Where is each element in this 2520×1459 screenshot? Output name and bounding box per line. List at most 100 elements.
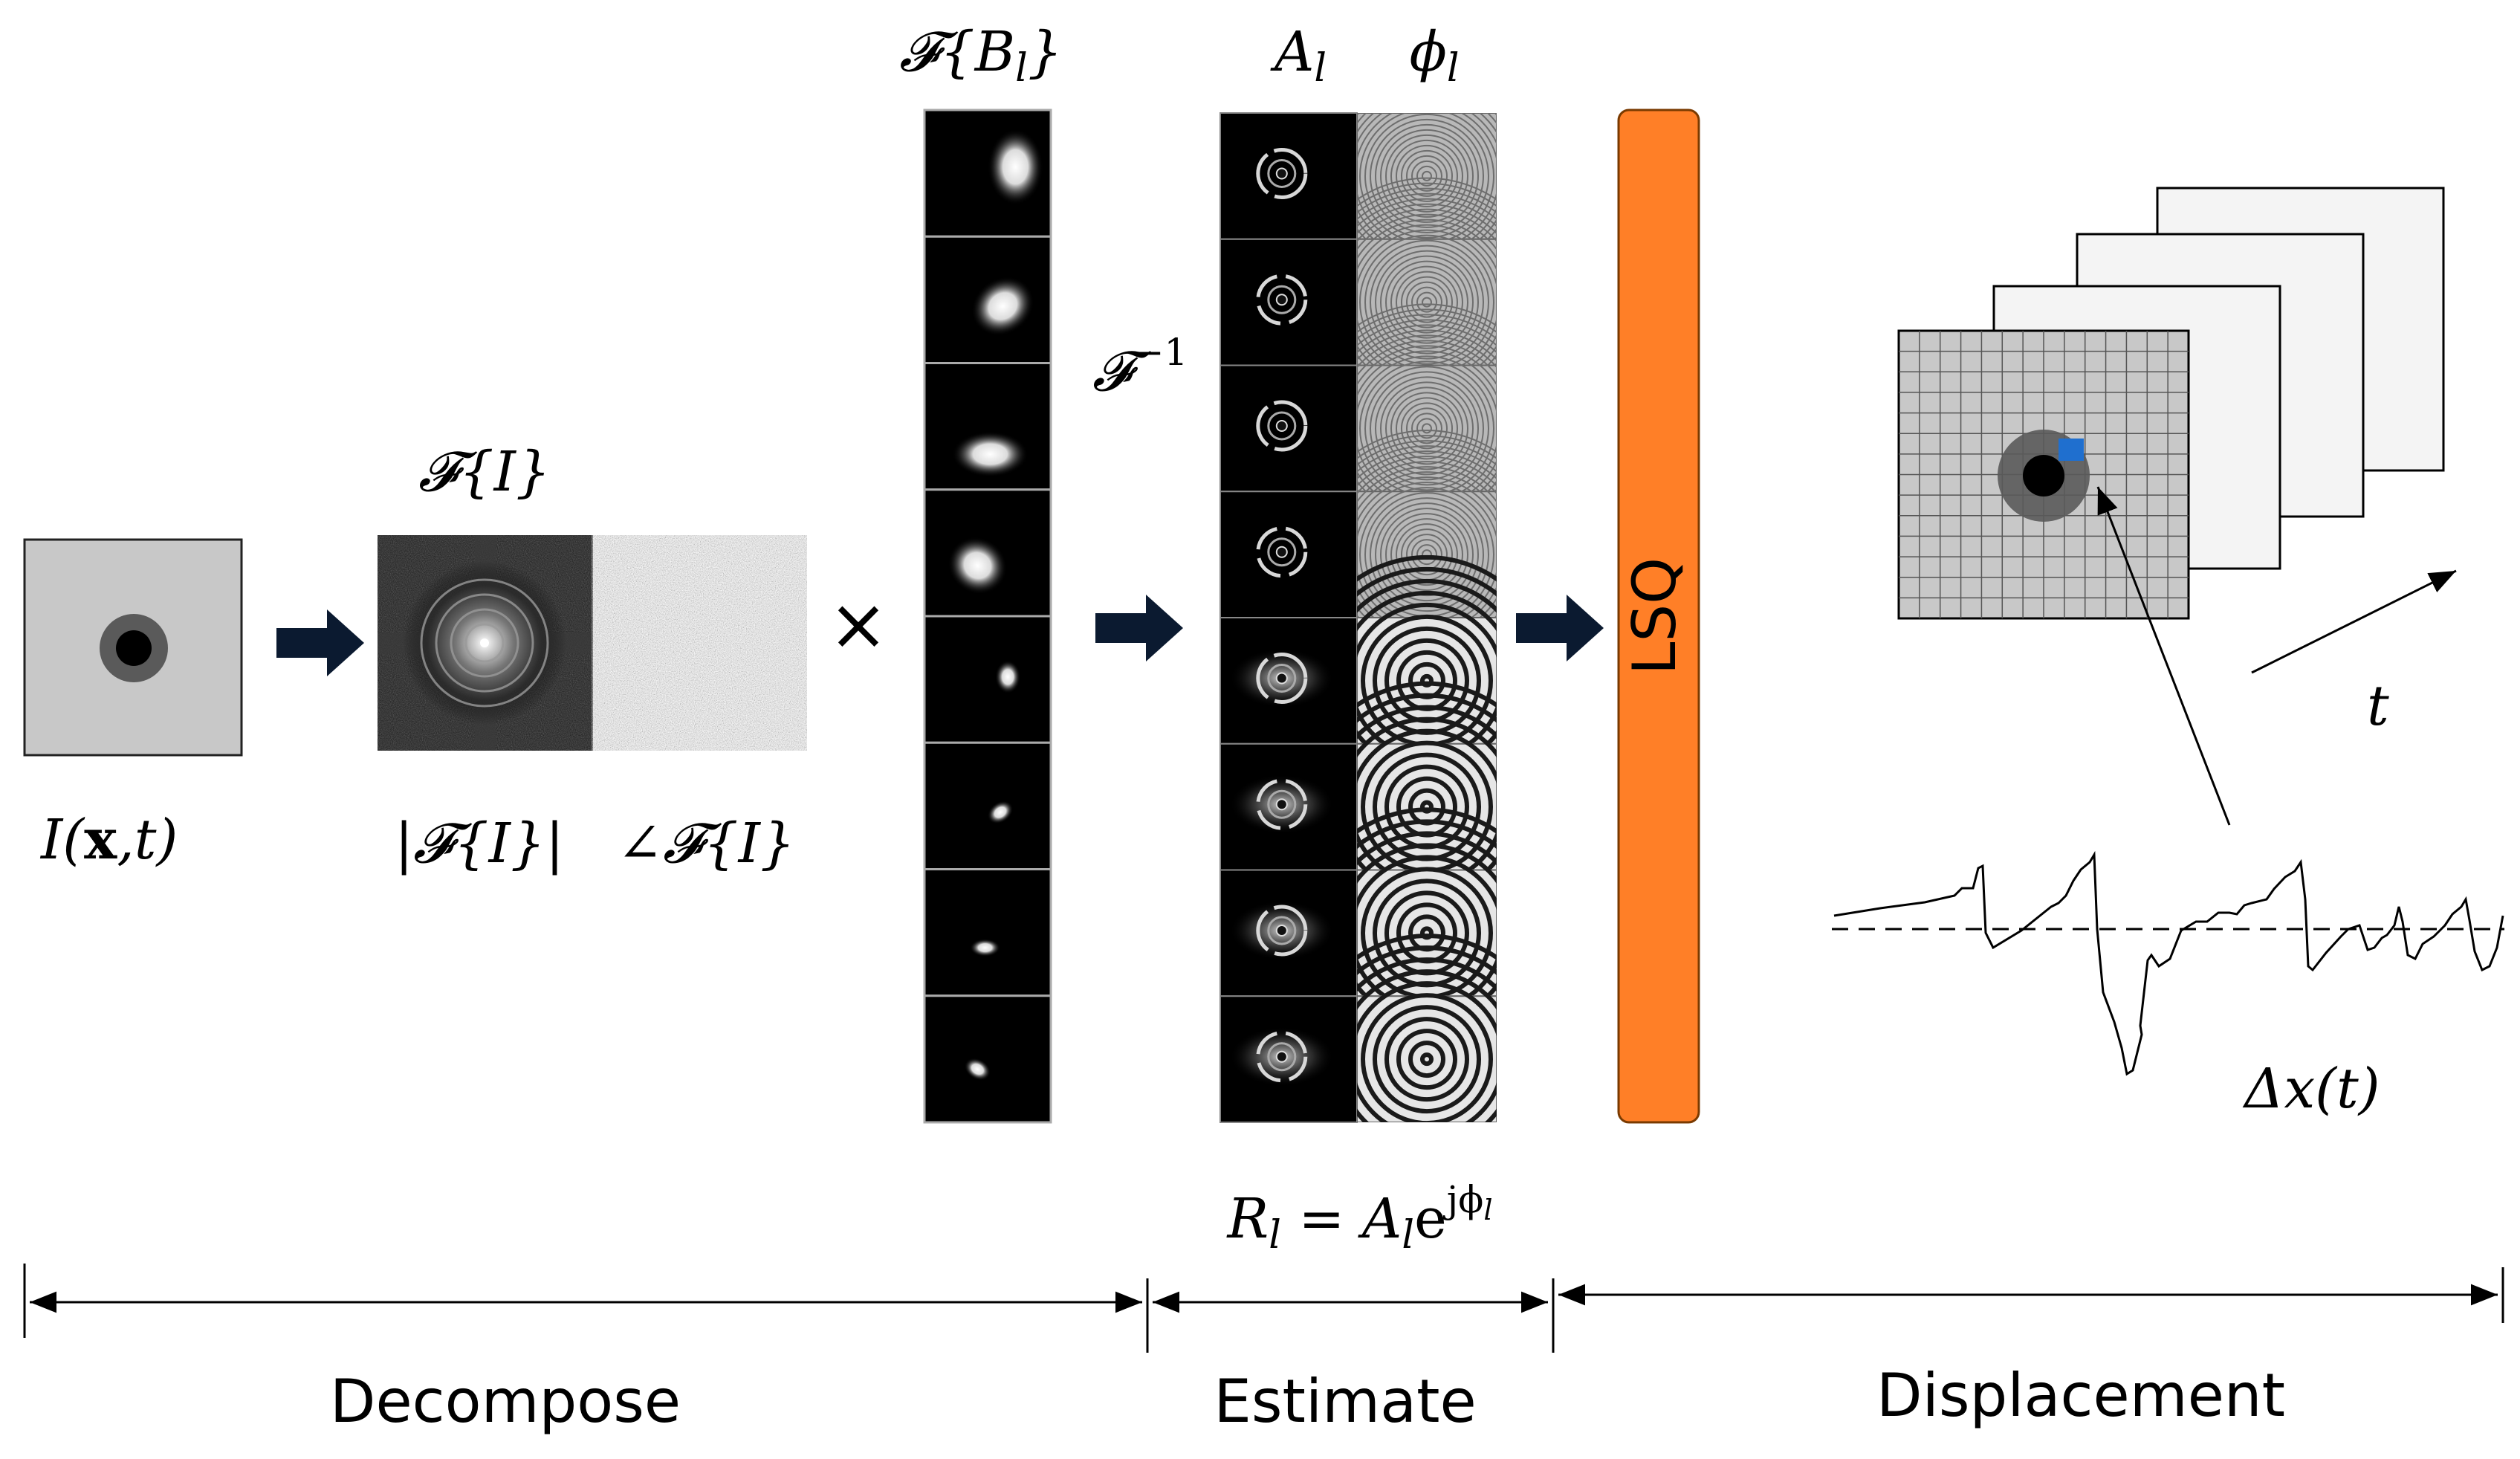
amplitude-tile xyxy=(1219,491,1358,618)
phase-fringe xyxy=(1370,497,1484,612)
amplitude-ring xyxy=(1256,526,1308,578)
filter-blob xyxy=(988,129,1043,205)
filter-blob xyxy=(971,276,1034,336)
phase-fringe xyxy=(1364,113,1489,239)
stage-label-estimate: Estimate xyxy=(1214,1367,1476,1436)
amplitude-title: Al xyxy=(1270,20,1327,91)
phase-fringe xyxy=(1416,291,1437,313)
phase-fringe xyxy=(1375,376,1479,481)
stage-label-decompose: Decompose xyxy=(330,1367,681,1436)
amplitude-tile xyxy=(1219,995,1358,1123)
amplitude-tile-bg xyxy=(1219,112,1358,240)
phase-tile xyxy=(1357,934,1497,1122)
phase-label: ∠𝓕{I} xyxy=(617,812,795,876)
amplitude-core xyxy=(1275,672,1288,685)
phase-fringe xyxy=(1411,160,1442,192)
phase-fringe xyxy=(1396,397,1458,460)
filter-blob xyxy=(952,431,1029,477)
filter-tile-bg xyxy=(923,868,1052,997)
phase-fringe xyxy=(1401,402,1453,455)
stage-brackets xyxy=(23,1264,2504,1353)
multiply-symbol: × xyxy=(829,583,888,666)
phase-fringe xyxy=(1384,1017,1469,1102)
time-label: t xyxy=(2367,674,2389,738)
filters-title: 𝓕{Bl} xyxy=(899,20,1063,91)
amplitude-inner-ring xyxy=(1267,285,1297,314)
phase-fringe xyxy=(1357,981,1497,1122)
phase-fringe xyxy=(1357,934,1497,960)
displacement-signal xyxy=(1833,850,2504,1076)
amplitude-core xyxy=(1275,798,1288,811)
phase-tile xyxy=(1357,177,1497,427)
pointer-arrow xyxy=(2096,486,2231,826)
amplitude-tile-bg xyxy=(1219,364,1358,493)
phase-fringe xyxy=(1385,386,1468,470)
lsq-bar xyxy=(1617,109,1700,1124)
phase-fringe xyxy=(1364,366,1489,491)
amplitude-inner-ring xyxy=(1267,663,1297,693)
time-arrow xyxy=(2251,569,2457,674)
phase-fringe xyxy=(1411,413,1442,444)
amplitude-core xyxy=(1275,1050,1288,1063)
phase-fringe xyxy=(1390,139,1463,213)
phase-fringe xyxy=(1401,276,1453,329)
signal-label: Δx(t) xyxy=(2242,1057,2380,1121)
input-label: I(x,t) xyxy=(39,808,178,872)
amplitude-tile xyxy=(1219,364,1358,493)
filter-tile-bg xyxy=(923,615,1052,744)
frame-1-grid xyxy=(1897,329,2190,620)
amplitude-ring xyxy=(1256,652,1308,704)
phase-fringe xyxy=(1406,534,1448,576)
phase-fringe xyxy=(1370,118,1484,233)
phase-fringe xyxy=(1357,945,1497,976)
filter-tile xyxy=(923,868,1052,997)
highlight-pixel xyxy=(2059,439,2084,461)
phase-fringe xyxy=(1411,286,1442,318)
filter-strip xyxy=(923,109,1052,1124)
amplitude-ring xyxy=(1256,905,1308,957)
phase-fringe xyxy=(1364,239,1489,365)
phase-fringe xyxy=(1390,392,1463,465)
amplitude-inner-ring xyxy=(1267,916,1297,945)
arrow-2 xyxy=(1095,595,1183,661)
filter-blob xyxy=(987,800,1014,824)
amplitude-core xyxy=(1275,419,1288,432)
amplitude-tile xyxy=(1219,112,1358,240)
phase-fringe xyxy=(1416,165,1437,187)
amplitude-ring xyxy=(1256,778,1308,830)
arrow-1 xyxy=(276,609,364,676)
filter-tile xyxy=(923,741,1052,870)
phase-fringe xyxy=(1370,245,1484,360)
amplitude-tile-bg xyxy=(1219,238,1358,366)
amplitude-core xyxy=(1275,294,1288,306)
filter-blob xyxy=(995,660,1021,693)
filter-tile xyxy=(923,109,1052,238)
phase-fringe xyxy=(1385,134,1468,218)
phase-strip xyxy=(1357,113,1497,1122)
amplitude-core xyxy=(1275,546,1288,558)
magnitude-label: |𝓕{I}| xyxy=(395,812,564,876)
phase-fringe xyxy=(1385,513,1468,597)
phase-fringe xyxy=(1408,1041,1445,1078)
phase-fringe xyxy=(1396,1029,1457,1090)
lsq-label: LSQ xyxy=(1620,557,1689,675)
amplitude-core xyxy=(1275,924,1288,936)
phase-fringe xyxy=(1373,1005,1481,1114)
phase-fringe xyxy=(1396,523,1458,586)
phase-tile-bg xyxy=(1357,491,1497,618)
phase-fringe xyxy=(1390,265,1463,339)
amplitude-ring xyxy=(1256,400,1308,452)
phase-fringe xyxy=(1361,993,1493,1122)
filter-tile xyxy=(923,362,1052,491)
phase-fringe xyxy=(1380,129,1474,223)
filter-tile xyxy=(923,235,1052,364)
amplitude-tile-bg xyxy=(1219,491,1358,618)
phase-fringe xyxy=(1357,957,1497,991)
amplitude-tile xyxy=(1219,617,1358,745)
phase-fringe xyxy=(1375,250,1479,355)
phase-fringe xyxy=(1422,297,1432,308)
filter-tile xyxy=(923,994,1052,1124)
phase-fringe xyxy=(1422,170,1432,181)
phase-fringe xyxy=(1380,381,1474,476)
